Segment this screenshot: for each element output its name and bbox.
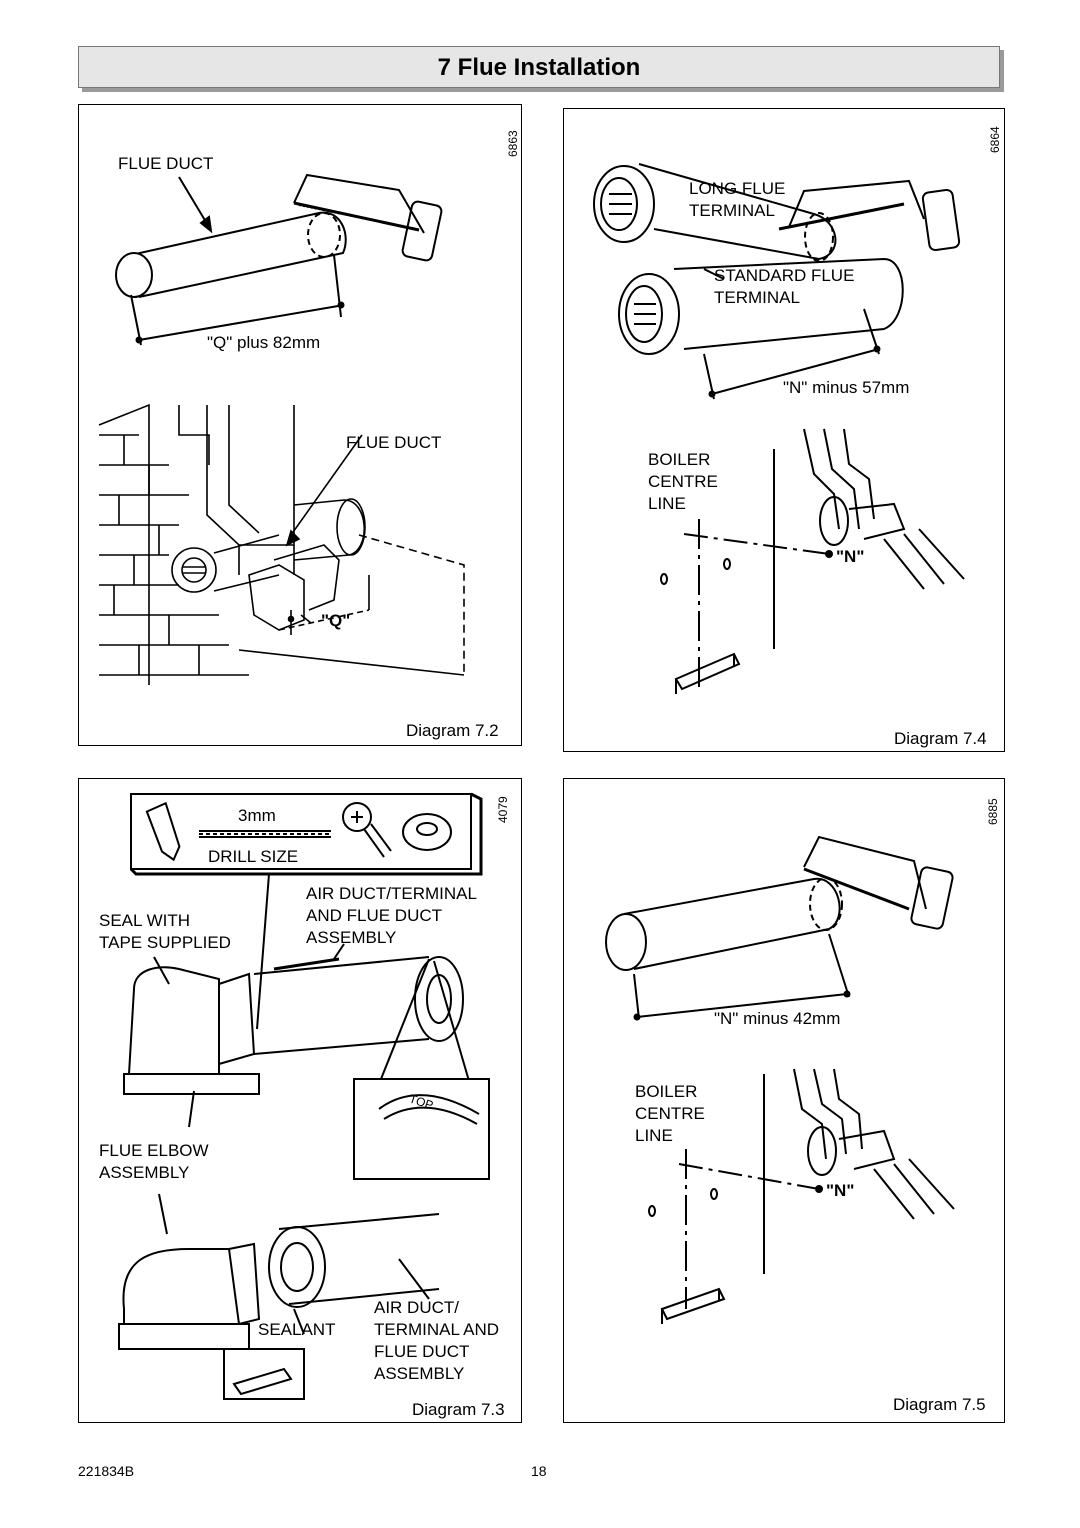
label-drill-3mm: 3mm xyxy=(238,806,276,825)
diagram-7-5-panel: 6885 "N" minus 42mm BOILER CENTRE LINE "… xyxy=(563,778,1005,1423)
label-flue-duct-top: FLUE DUCT xyxy=(118,154,214,173)
label-q-marker: "Q" xyxy=(321,611,351,630)
label-n-minus-42mm: "N" minus 42mm xyxy=(714,1009,841,1028)
document-code: 221834B xyxy=(78,1463,135,1479)
label-flue-duct-mid: FLUE DUCT xyxy=(346,433,442,452)
diagram-7-4-ref-number: 6864 xyxy=(988,126,1002,153)
label-flue-elbow-assembly: FLUE ELBOW ASSEMBLY xyxy=(99,1141,209,1182)
label-drill-size: DRILL SIZE xyxy=(208,847,299,866)
diagram-7-3-illustration xyxy=(118,792,490,1400)
label-air-duct-terminal-assembly-lower: AIR DUCT/ TERMINAL AND FLUE DUCT ASSEMBL… xyxy=(374,1298,500,1383)
label-sealant: SEALANT xyxy=(258,1320,336,1339)
diagram-7-3-ref-number: 4079 xyxy=(496,796,510,823)
diagram-7-5-caption: Diagram 7.5 xyxy=(893,1395,986,1414)
diagram-7-4-panel: 6864 LONG FLUE TERMINAL STANDARD FLUE TE… xyxy=(563,108,1005,752)
label-boiler-centre-line: BOILER CENTRE LINE xyxy=(635,1082,705,1145)
page-number: 18 xyxy=(531,1463,547,1479)
diagram-7-4-caption: Diagram 7.4 xyxy=(894,729,987,748)
diagram-7-3-caption: Diagram 7.3 xyxy=(412,1400,505,1419)
diagram-7-5-ref-number: 6885 xyxy=(986,798,1000,825)
diagram-7-2-caption: Diagram 7.2 xyxy=(406,721,499,740)
label-air-duct-terminal-assembly: AIR DUCT/TERMINAL AND FLUE DUCT ASSEMBLY xyxy=(306,884,477,947)
label-seal-with-tape: SEAL WITH TAPE SUPPLIED xyxy=(99,911,231,952)
diagram-7-3-panel: 4079 3mm DRILL SIZE SEAL WITH TAPE SUPPL… xyxy=(78,778,522,1423)
label-q-plus-82mm: "Q" plus 82mm xyxy=(207,333,321,352)
label-standard-flue-terminal: STANDARD FLUE TERMINAL xyxy=(714,266,855,307)
page-title: 7 Flue Installation xyxy=(437,54,641,81)
section-header: 7 Flue Installation xyxy=(78,46,1000,88)
label-long-flue-terminal: LONG FLUE TERMINAL xyxy=(689,179,786,220)
diagram-7-2-illustration xyxy=(98,173,465,685)
label-n-minus-57mm: "N" minus 57mm xyxy=(783,378,910,397)
diagram-7-5-illustration xyxy=(605,835,955,1324)
diagram-7-4-illustration xyxy=(593,163,965,694)
label-boiler-centre-line: BOILER CENTRE LINE xyxy=(648,450,718,513)
label-n-marker: "N" xyxy=(826,1181,855,1200)
label-n-marker: "N" xyxy=(836,547,865,566)
diagram-7-2-panel: 6863 FLUE DUCT "Q" plus 82mm FLUE DUCT "… xyxy=(78,104,522,746)
diagram-7-2-ref-number: 6863 xyxy=(506,130,520,157)
